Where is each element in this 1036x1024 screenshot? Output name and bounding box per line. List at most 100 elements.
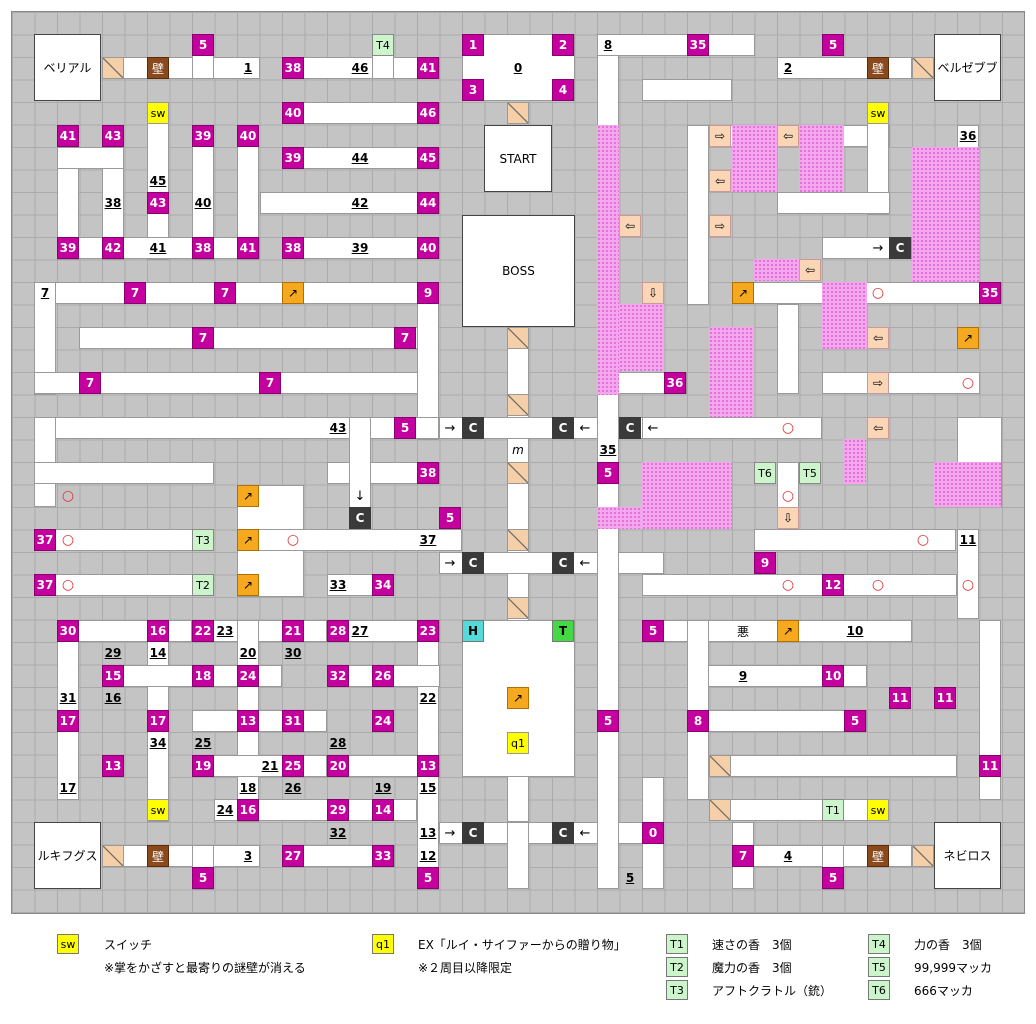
treasure-t3: T3 (192, 529, 214, 551)
push-right-icon: ⇨ (709, 125, 731, 147)
warp-marker: 39 (57, 237, 79, 259)
warp-marker: 37 (34, 529, 56, 551)
damage-floor (754, 259, 799, 281)
damage-floor (822, 282, 867, 349)
ferry-tile: C (462, 822, 484, 844)
warp-marker: 13 (102, 755, 124, 777)
warp-marker: 36 (664, 372, 686, 394)
warp-marker: 42 (102, 237, 124, 259)
damage-floor (597, 507, 642, 529)
legend-quest-text: EX「ルイ・サイファーからの贈り物」 (418, 938, 626, 952)
corridor (642, 417, 822, 439)
legend-t5-key: T5 (868, 957, 890, 977)
corridor (597, 34, 755, 56)
warp-marker: 38 (417, 462, 439, 484)
slope-tile (507, 462, 529, 484)
circle-marker: ○ (781, 420, 795, 436)
destination-label: 14 (149, 646, 167, 660)
arrow-right-marker: → (872, 240, 884, 256)
warp-marker: 7 (732, 845, 754, 867)
stairs-up-icon: ↗ (957, 327, 979, 349)
treasure-t5: T5 (799, 462, 821, 484)
stairs-up-icon: ↗ (507, 687, 529, 709)
warp-marker: 29 (327, 799, 349, 821)
warp-marker: 41 (417, 57, 439, 79)
damage-floor (799, 125, 844, 192)
damage-floor (912, 147, 979, 282)
destination-label: 29 (104, 646, 122, 660)
destination-label: 35 (599, 443, 617, 457)
room-label: BOSS (502, 264, 535, 278)
warp-marker: 5 (844, 710, 866, 732)
warp-marker: 38 (282, 237, 304, 259)
arrow-left-marker: ← (579, 825, 591, 841)
warp-marker: 5 (822, 867, 844, 889)
warp-marker: 14 (372, 799, 394, 821)
ferry-tile: C (552, 822, 574, 844)
corridor (642, 79, 732, 101)
damage-floor (642, 462, 732, 529)
warp-marker: 23 (417, 620, 439, 642)
legend-t2-text: 魔力の香 3個 (712, 961, 792, 975)
warp-marker: 40 (282, 102, 304, 124)
legend-t3-text: アフトクラトル（銃） (712, 984, 833, 998)
room-boss: BOSS (462, 215, 575, 327)
corridor (822, 372, 980, 394)
destination-label: 20 (239, 646, 257, 660)
warp-marker: 40 (237, 125, 259, 147)
corridor (214, 799, 417, 821)
corridor (597, 327, 619, 889)
treasure-t4: T4 (372, 34, 394, 56)
warp-marker: 40 (417, 237, 439, 259)
push-right-icon: ⇨ (867, 372, 889, 394)
circle-marker: ○ (61, 532, 75, 548)
warp-marker: 8 (687, 710, 709, 732)
warp-marker: 35 (687, 34, 709, 56)
circle-marker: ○ (961, 375, 975, 391)
warp-marker: 17 (57, 710, 79, 732)
destination-label: 40 (194, 196, 212, 210)
dungeon-map: ベリアル ベルゼブブ ルキフグス ネビロス START BOSS 壁 壁 壁 壁… (11, 11, 1025, 914)
circle-marker: ○ (61, 488, 75, 504)
stairs-up-icon: ↗ (237, 529, 259, 551)
push-left-icon: ⇦ (619, 215, 641, 237)
push-down-icon: ⇩ (777, 507, 799, 529)
legend-switch-text: スイッチ (104, 938, 153, 952)
arrow-left-marker: ← (579, 420, 591, 436)
corridor (507, 822, 529, 889)
corridor (687, 710, 867, 732)
legend-t6-key: T6 (868, 980, 890, 1000)
destination-label: 45 (149, 174, 167, 188)
warp-marker: 5 (597, 462, 619, 484)
warp-marker: 16 (147, 620, 169, 642)
destination-label: 15 (419, 781, 437, 795)
corridor (34, 282, 439, 304)
warp-marker: 24 (372, 710, 394, 732)
warp-marker: 21 (282, 620, 304, 642)
slope-tile (507, 529, 529, 551)
warp-marker: 43 (147, 192, 169, 214)
warp-marker: 5 (394, 417, 416, 439)
warp-marker: 17 (147, 710, 169, 732)
corridor (79, 327, 439, 349)
legend-t5-text: 99,999マッカ (914, 961, 992, 975)
warp-marker: 0 (642, 822, 664, 844)
push-left-icon: ⇦ (867, 327, 889, 349)
quest-tile: q1 (507, 732, 529, 754)
warp-marker: 10 (822, 665, 844, 687)
destination-label: 33 (329, 578, 347, 592)
legend-t2-key: T2 (666, 957, 688, 977)
arrow-left-marker: ← (647, 420, 659, 436)
warp-marker: 5 (597, 710, 619, 732)
corridor (34, 282, 56, 395)
damage-floor (597, 125, 619, 395)
legend-t6-text: 666マッカ (914, 984, 973, 998)
heal-tile: H (462, 620, 484, 642)
slope-tile (507, 394, 529, 416)
warp-marker: 7 (124, 282, 146, 304)
room-label: ルキフグス (37, 849, 98, 863)
destination-label: 30 (284, 646, 302, 660)
damage-floor (732, 125, 777, 192)
destination-label: 38 (104, 196, 122, 210)
destination-label: 36 (959, 129, 977, 143)
